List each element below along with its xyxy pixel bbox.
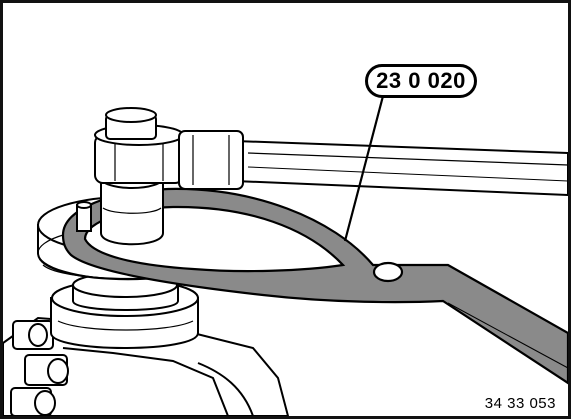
wrench-illustration (3, 95, 568, 416)
callout-leader (343, 95, 385, 242)
output-flange (50, 272, 199, 349)
extension-bar (234, 139, 568, 197)
figure-id: 34 33 053 (484, 395, 556, 412)
locating-pin (76, 201, 92, 232)
tool-number-callout: 23 0 020 (365, 64, 477, 98)
adapter (178, 130, 244, 190)
socket (94, 107, 184, 184)
